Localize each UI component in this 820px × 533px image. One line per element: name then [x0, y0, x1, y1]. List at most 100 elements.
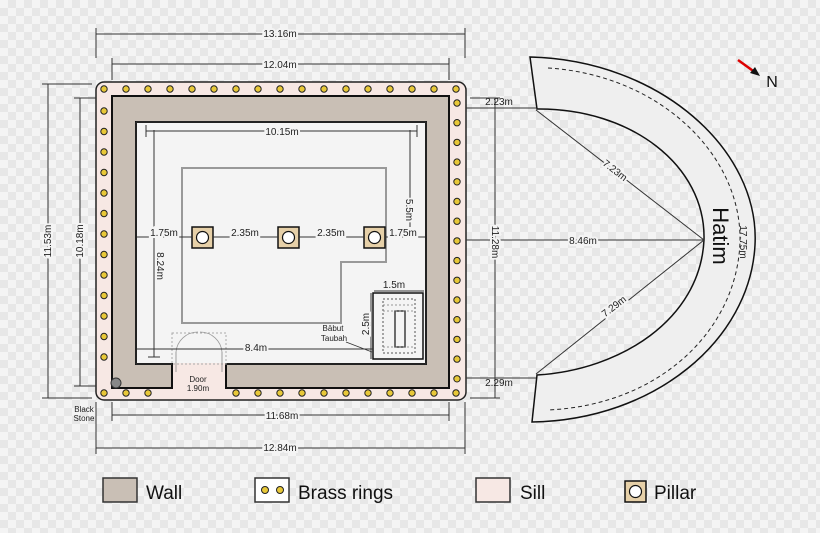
- brass-ring: [453, 158, 461, 166]
- brass-ring: [100, 85, 108, 93]
- brass-ring: [100, 389, 108, 397]
- brass-ring: [364, 85, 372, 93]
- staircase: Bābut Taubah: [321, 292, 424, 360]
- pillar: [363, 226, 386, 249]
- brass-ring: [453, 296, 461, 304]
- dim-door-to-stairs: 8.4m: [245, 343, 267, 354]
- legend-label-brass-rings: Brass rings: [298, 483, 393, 504]
- dim-bottom-outer: 12.84m: [263, 443, 296, 454]
- legend-item-pillar: Pillar: [624, 480, 697, 504]
- brass-ring: [100, 148, 108, 156]
- brass-ring: [100, 353, 108, 361]
- brass-ring: [254, 85, 262, 93]
- dim-left-inner: 10.18m: [75, 224, 86, 257]
- brass-ring: [386, 389, 394, 397]
- black-stone-label-line1: Black: [74, 405, 95, 414]
- legend-label-sill: Sill: [520, 483, 545, 504]
- brass-ring: [100, 291, 108, 300]
- dim-hatim-gap-top: 2.23m: [485, 97, 513, 108]
- brass-ring: [453, 197, 461, 206]
- dim-outer-top: 13.16m: [263, 29, 296, 40]
- dim-stair-width: 1.5m: [383, 280, 405, 291]
- hatim-label: Hatim: [708, 207, 733, 264]
- north-arrow-icon: N: [737, 58, 778, 91]
- north-label: N: [766, 74, 778, 91]
- brass-ring: [453, 375, 461, 383]
- dim-hatim-center: 8.46m: [569, 236, 597, 247]
- hatim: Hatim: [529, 56, 756, 423]
- brass-ring: [386, 85, 394, 93]
- brass-ring: [100, 189, 108, 197]
- dim-bottom-inner: 11.68m: [266, 411, 299, 422]
- brass-ring: [254, 389, 262, 397]
- brass-ring: [453, 256, 461, 265]
- pillars: [191, 226, 386, 249]
- brass-ring: [453, 99, 461, 107]
- legend: Wall Brass rings Sill Pillar: [102, 477, 697, 504]
- brass-ring: [100, 332, 108, 341]
- dim-pillar-gap-right: 1.75m: [389, 228, 417, 239]
- door-width-label: 1.90m: [187, 384, 210, 393]
- brass-ring: [188, 85, 196, 93]
- brass-ring: [453, 276, 461, 284]
- brass-ring: [232, 85, 240, 93]
- brass-ring: [100, 271, 108, 279]
- brass-ring: [166, 85, 174, 93]
- babut-taubah-label-line2: Taubah: [321, 334, 347, 343]
- brass-ring: [100, 127, 108, 136]
- brass-ring: [100, 168, 108, 177]
- brass-ring: [320, 389, 328, 397]
- brass-ring: [453, 316, 461, 324]
- dim-left-outer: 11.53m: [43, 225, 54, 258]
- dim-pillar-gap-left: 1.75m: [150, 228, 178, 239]
- brass-ring: [100, 312, 108, 320]
- brass-rings: [100, 85, 461, 397]
- black-stone-label-line2: Stone: [74, 414, 95, 423]
- dim-inner-top: 12.04m: [263, 60, 296, 71]
- dim-hatim-radius-bottom: 7.29m: [600, 294, 629, 320]
- brass-ring: [122, 389, 130, 397]
- brass-ring: [452, 389, 460, 397]
- legend-item-sill: Sill: [475, 477, 545, 504]
- brass-ring: [430, 389, 438, 397]
- legend-item-brass-rings: Brass rings: [254, 477, 393, 504]
- dim-hatim-gap-bottom: 2.29m: [485, 378, 513, 389]
- dim-pillar-gap-2: 2.35m: [317, 228, 345, 239]
- pillar: [191, 226, 214, 249]
- brass-ring: [430, 85, 438, 93]
- brass-ring: [100, 209, 108, 218]
- dimension-lines: [42, 28, 705, 454]
- black-stone-marker: [110, 377, 122, 389]
- legend-label-pillar: Pillar: [654, 483, 697, 504]
- legend-item-wall: Wall: [102, 477, 182, 504]
- dim-hatim-outer: 17.75m: [737, 225, 748, 258]
- brass-ring: [408, 389, 416, 397]
- legend-label-wall: Wall: [146, 483, 182, 504]
- brass-ring: [453, 138, 461, 147]
- dim-stair-length: 2.5m: [361, 313, 372, 335]
- brass-ring: [364, 389, 372, 397]
- hatim-wall: [529, 56, 756, 423]
- brass-ring: [408, 85, 416, 93]
- brass-ring: [452, 85, 460, 93]
- pillar: [277, 226, 300, 249]
- legend-swatch-wall: [102, 477, 138, 503]
- brass-ring: [320, 85, 328, 93]
- brass-ring: [453, 335, 461, 344]
- dim-interior-height: 8.24m: [154, 252, 165, 280]
- brass-ring: [453, 178, 461, 186]
- brass-ring: [298, 85, 306, 93]
- brass-ring: [453, 237, 461, 245]
- brass-ring: [453, 119, 461, 127]
- babut-taubah-label-line1: Bābut: [323, 324, 345, 333]
- brass-ring: [453, 355, 461, 363]
- brass-ring: [100, 230, 108, 238]
- legend-swatch-sill: [475, 477, 511, 503]
- dim-pillar-to-back: 5.5m: [403, 199, 414, 221]
- dim-hatim-radius-top: 7.23m: [600, 158, 629, 184]
- brass-ring: [342, 85, 350, 93]
- brass-ring: [453, 217, 461, 225]
- dim-right-inner: 11.28m: [489, 226, 500, 259]
- brass-ring: [122, 85, 130, 93]
